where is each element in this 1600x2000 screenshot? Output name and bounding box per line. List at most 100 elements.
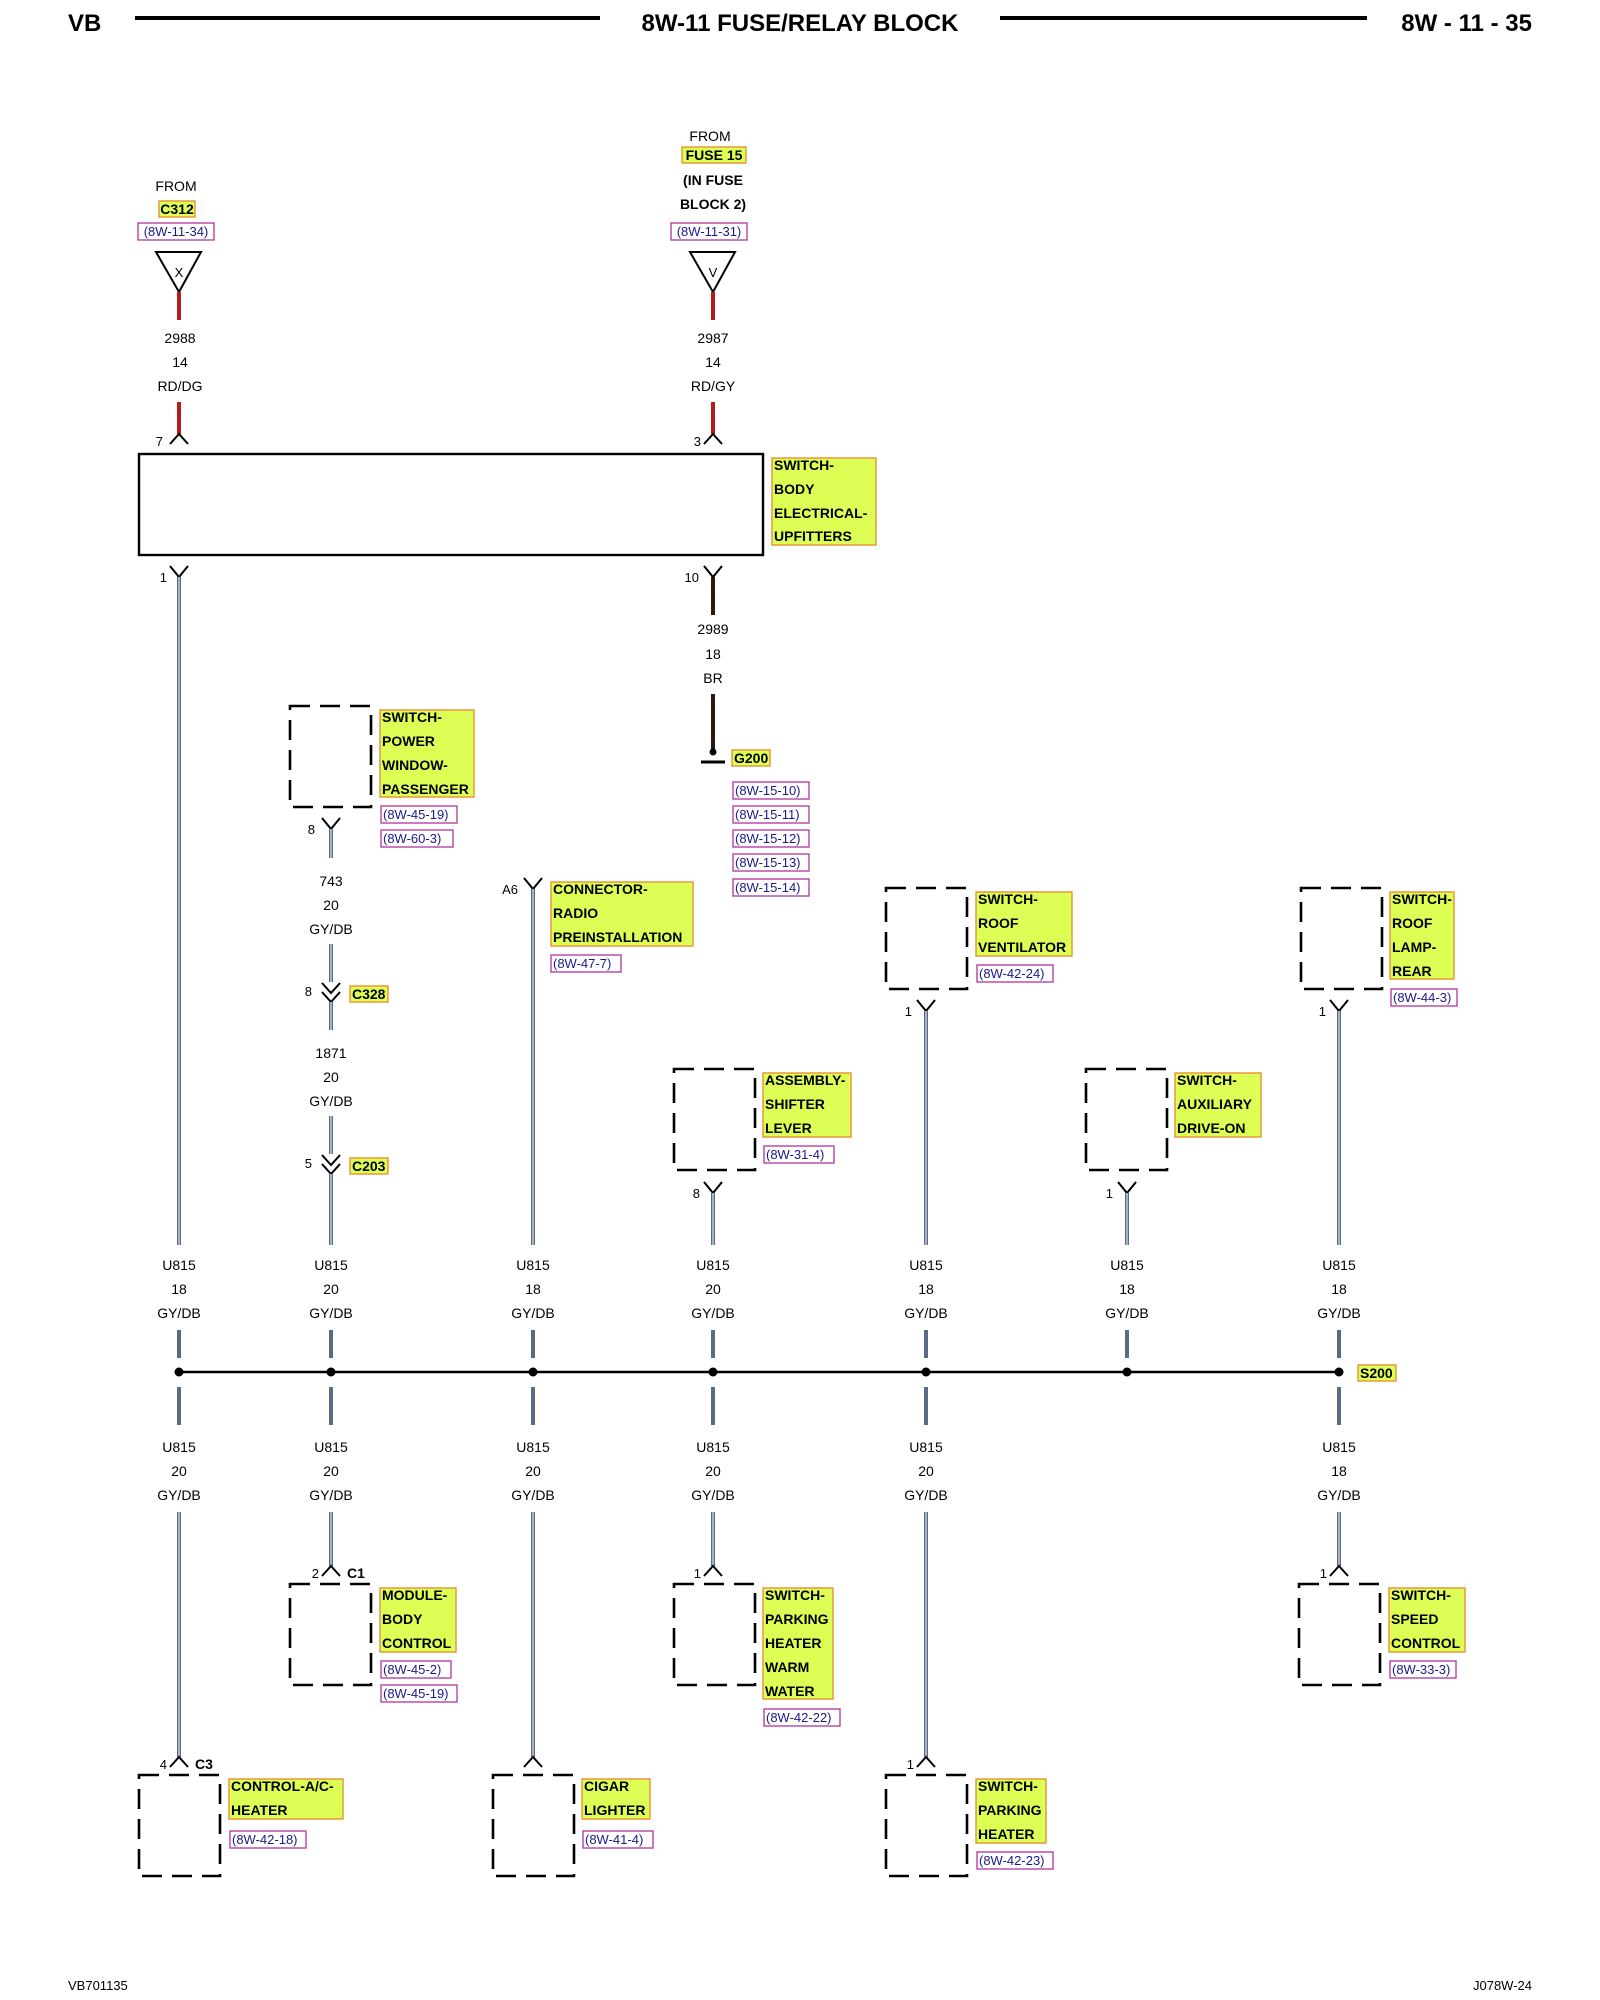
wire-gauge: 14 [172, 354, 188, 370]
wire-2989-ground: 2989 18 BR G200 (8W-15-10) (8W-15-11) (8… [697, 577, 810, 897]
component-name-line: RADIO [553, 905, 598, 921]
ground-g200-label: G200 [734, 750, 768, 766]
pin-number: 8 [308, 822, 315, 837]
component-name-line: SHIFTER [765, 1096, 825, 1112]
svg-text:GY/DB: GY/DB [1317, 1487, 1361, 1503]
switch-speed-control: 1 SWITCH- SPEED CONTROL (8W-33-3) [1297, 1564, 1466, 1687]
svg-text:18: 18 [525, 1281, 541, 1297]
source-fuse-15: FROM FUSE 15 (IN FUSE BLOCK 2) (8W-11-31… [670, 128, 748, 295]
pin-number: 1 [1106, 1186, 1113, 1201]
wire-2987: 2987 14 RD/GY 3 [691, 292, 736, 449]
terminal-v-triangle [688, 251, 737, 295]
ref-link[interactable]: (8W-60-3) [383, 831, 441, 846]
component-name-line: SWITCH- [978, 891, 1038, 907]
ref-link[interactable]: (8W-41-4) [585, 1832, 643, 1847]
svg-text:U815: U815 [1110, 1257, 1144, 1273]
ref-8w-11-34[interactable]: (8W-11-34) [144, 224, 209, 239]
svg-text:GY/DB: GY/DB [1105, 1305, 1149, 1321]
component-name-line: PASSENGER [382, 781, 469, 797]
pin-number: 1 [694, 1566, 701, 1581]
svg-text:18: 18 [1331, 1281, 1347, 1297]
ref-link[interactable]: (8W-15-12) [735, 831, 801, 846]
connector-c203-label: C203 [352, 1158, 386, 1174]
component-name-line: DRIVE-ON [1177, 1120, 1245, 1136]
pin-number: 2 [312, 1566, 319, 1581]
upper-stubs [177, 1330, 1341, 1358]
component-name-line: LAMP- [1392, 939, 1437, 955]
ref-link[interactable]: (8W-33-3) [1392, 1662, 1450, 1677]
wire-gauge: 14 [705, 354, 721, 370]
component-name-line: CONNECTOR- [553, 881, 648, 897]
pin-number: 1 [1320, 1566, 1327, 1581]
pin-number: 1 [905, 1004, 912, 1019]
ref-link[interactable]: (8W-42-23) [979, 1853, 1045, 1868]
ref-link[interactable]: (8W-31-4) [766, 1147, 824, 1162]
component-name-line: SWITCH- [382, 709, 442, 725]
wire-color: BR [703, 670, 722, 686]
ref-link[interactable]: (8W-44-3) [1393, 990, 1451, 1005]
svg-text:20: 20 [705, 1281, 721, 1297]
ref-link[interactable]: (8W-42-22) [766, 1710, 832, 1725]
component-name-line: WATER [765, 1683, 815, 1699]
page-header: VB 8W-11 FUSE/RELAY BLOCK 8W - 11 - 35 [68, 10, 1532, 37]
svg-text:GY/DB: GY/DB [157, 1305, 201, 1321]
svg-text:20: 20 [525, 1463, 541, 1479]
lower-wires [177, 1512, 1341, 1757]
ground-g200-refs: (8W-15-10) (8W-15-11) (8W-15-12) (8W-15-… [732, 781, 810, 897]
svg-text:GY/DB: GY/DB [691, 1305, 735, 1321]
connector-c328-label: C328 [352, 986, 386, 1002]
ref-link[interactable]: (8W-45-19) [383, 807, 449, 822]
pin-number: 1 [907, 1757, 914, 1772]
svg-text:GY/DB: GY/DB [904, 1487, 948, 1503]
connector-c1-label: C1 [347, 1565, 365, 1581]
ref-link[interactable]: (8W-15-11) [735, 807, 800, 822]
component-name-line: HEATER [978, 1826, 1035, 1842]
wire-743-1871: 743 20 GY/DB 8 C328 1871 20 GY/DB 5 C203 [305, 829, 389, 1245]
component-name-line: SWITCH- [1392, 891, 1452, 907]
switch-roof-ventilator: SWITCH- ROOF VENTILATOR (8W-42-24) 1 [884, 886, 1073, 1245]
wire-color: RD/DG [157, 378, 202, 394]
fuse-block-line-1: (IN FUSE [683, 172, 743, 188]
pin-number: 3 [694, 434, 701, 449]
component-name-line: VENTILATOR [978, 939, 1066, 955]
ref-8w-11-31[interactable]: (8W-11-31) [677, 224, 742, 239]
svg-text:U815: U815 [162, 1439, 196, 1455]
pin-number: 1 [160, 570, 167, 585]
pin-number: A6 [502, 882, 518, 897]
pin-number: 10 [685, 570, 699, 585]
component-name-line: HEATER [765, 1635, 822, 1651]
ref-link[interactable]: (8W-15-13) [735, 855, 801, 870]
ref-link[interactable]: (8W-47-7) [553, 956, 611, 971]
ref-link[interactable]: (8W-42-24) [979, 966, 1045, 981]
ref-link[interactable]: (8W-45-19) [383, 1686, 449, 1701]
ref-link[interactable]: (8W-42-18) [232, 1832, 298, 1847]
circuit-number: 2989 [697, 621, 728, 637]
from-label: FROM [689, 128, 730, 144]
switch-body-electrical-upfitters: SWITCH- BODY ELECTRICAL- UPFITTERS 1 10 [137, 452, 877, 585]
switch-auxiliary-drive-on: SWITCH- AUXILIARY DRIVE-ON 1 [1084, 1067, 1262, 1245]
component-name-line: SPEED [1391, 1611, 1438, 1627]
terminal-x-label: X [175, 265, 184, 280]
svg-text:U815: U815 [516, 1257, 550, 1273]
circuit-number: 2987 [697, 330, 728, 346]
fuse-block-line-2: BLOCK 2) [680, 196, 746, 212]
ref-link[interactable]: (8W-15-10) [735, 783, 801, 798]
component-name-line: ELECTRICAL- [774, 505, 868, 521]
switch-parking-heater: 1 SWITCH- PARKING HEATER (8W-42-23) [884, 1755, 1054, 1878]
svg-text:U815: U815 [162, 1257, 196, 1273]
ref-link[interactable]: (8W-45-2) [383, 1662, 441, 1677]
svg-text:20: 20 [323, 1281, 339, 1297]
component-name-line: CONTROL [382, 1635, 452, 1651]
component-name-line: WINDOW- [382, 757, 448, 773]
ref-link[interactable]: (8W-15-14) [735, 880, 801, 895]
